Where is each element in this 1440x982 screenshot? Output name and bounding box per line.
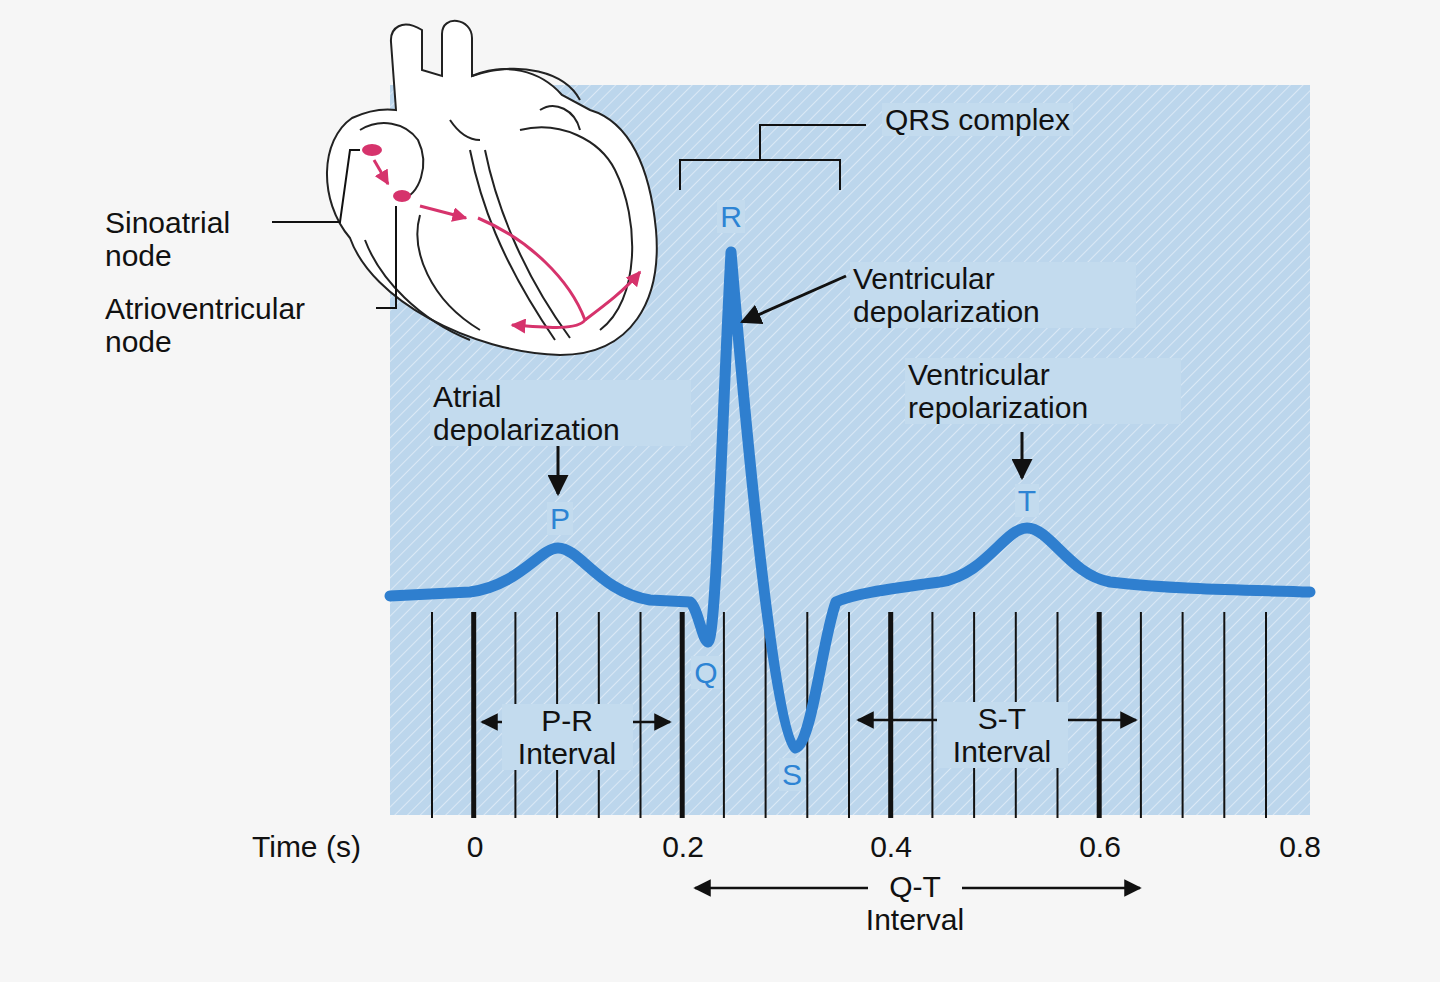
grid-line xyxy=(848,612,850,818)
wave-label: Atrial depolarization xyxy=(430,380,691,446)
grid-line xyxy=(640,612,642,818)
grid-line xyxy=(931,612,933,818)
pointer-arrow xyxy=(1021,432,1024,478)
tick-label: 0.4 xyxy=(870,830,912,863)
tick-label: 0.6 xyxy=(1079,830,1121,863)
axis-title: Time (s) xyxy=(252,830,361,863)
conduction-path xyxy=(362,144,640,327)
grid-line xyxy=(431,612,433,818)
pointer-arrow xyxy=(557,446,560,494)
tick-label: 0.2 xyxy=(662,830,704,863)
part-label: Atrioventricular node xyxy=(105,292,370,358)
grid-line xyxy=(1265,612,1267,818)
grid-line xyxy=(680,612,685,818)
grid-line xyxy=(471,612,476,818)
pointer-arrow xyxy=(742,276,846,322)
grid-line xyxy=(1140,612,1142,818)
qrs-bracket xyxy=(680,125,866,190)
wave-label: Ventricular depolarization xyxy=(850,262,1136,328)
wave-letter: P xyxy=(547,502,573,535)
wave-letter: T xyxy=(1015,484,1039,517)
leader-line xyxy=(376,206,396,308)
wave-label: Ventricular repolarization xyxy=(905,358,1181,424)
bracket-label: QRS complex xyxy=(882,103,1073,136)
grid-line xyxy=(1223,612,1225,818)
wave-letter: S xyxy=(779,758,805,791)
grid-line xyxy=(1097,612,1102,818)
interval-label: S-T Interval xyxy=(937,702,1068,768)
grid-line xyxy=(1182,612,1184,818)
grid-line xyxy=(723,612,725,818)
heart-illustration xyxy=(327,21,657,355)
part-label: Sinoatrial node xyxy=(105,206,275,272)
tick-label: 0 xyxy=(467,830,484,863)
wave-letter: Q xyxy=(691,656,720,689)
tick-label: 0.8 xyxy=(1279,830,1321,863)
leader-line xyxy=(272,150,360,222)
wave-letter: R xyxy=(717,200,745,233)
interval-label: Q-T Interval xyxy=(853,870,978,936)
grid-line xyxy=(888,612,893,818)
interval-label: P-R Interval xyxy=(502,704,633,770)
time-grid xyxy=(432,612,1266,818)
